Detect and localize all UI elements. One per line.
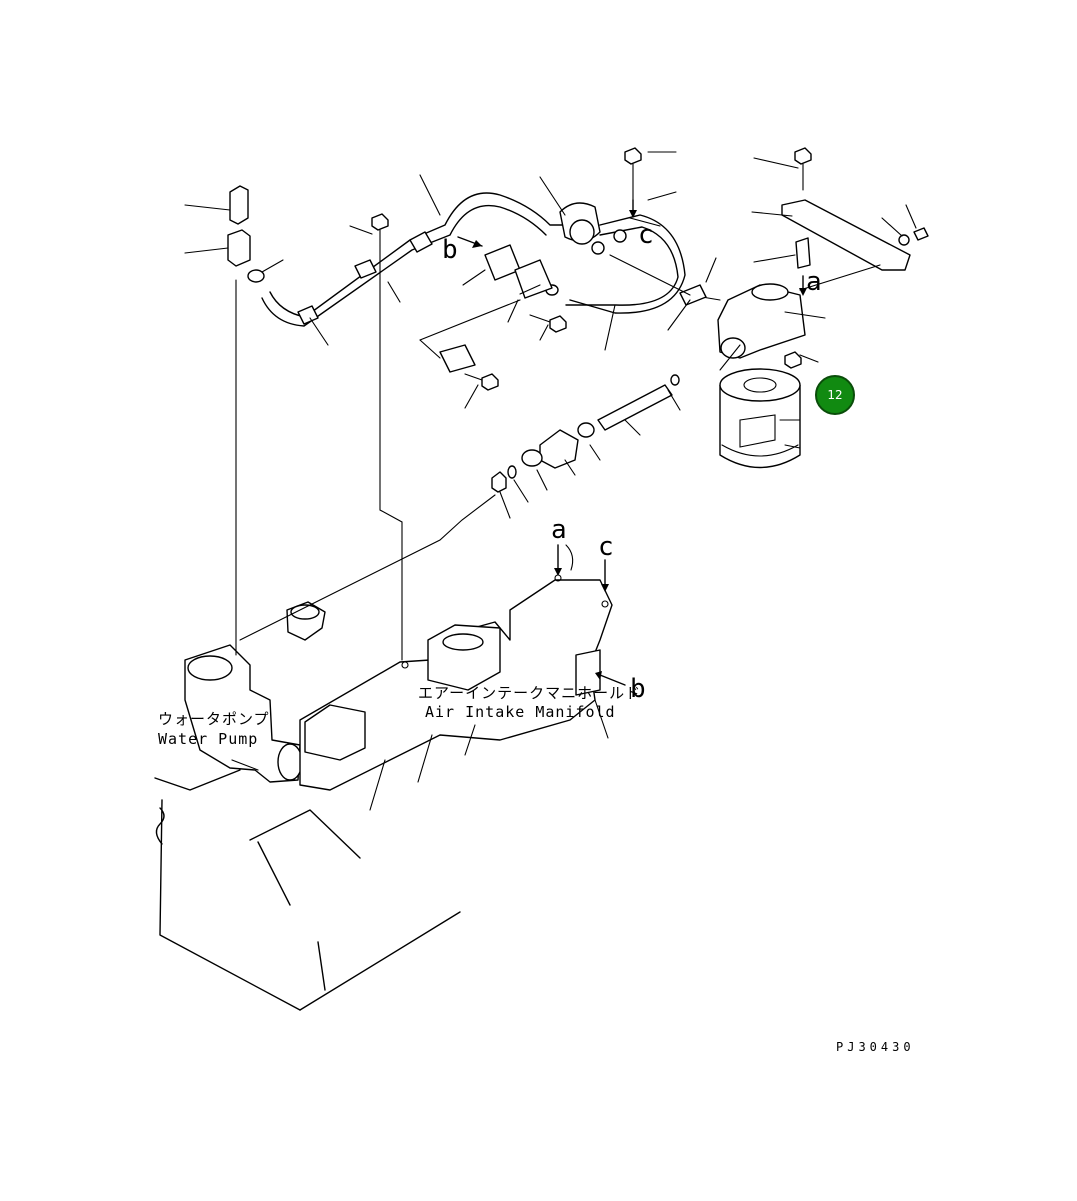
manifold-label-en: Air Intake Manifold xyxy=(425,703,616,721)
filter-cartridge xyxy=(719,368,801,469)
water-pump xyxy=(184,601,326,783)
callout-circle xyxy=(815,375,855,415)
leader-lines xyxy=(184,151,917,811)
flanges xyxy=(419,244,553,373)
ref-a-upper: a xyxy=(806,267,822,297)
bolts xyxy=(371,147,929,391)
ref-b-upper: b xyxy=(442,235,458,265)
ref-a-lower: a xyxy=(551,515,567,545)
callout-badge[interactable]: 12 xyxy=(815,375,855,415)
fittings xyxy=(227,185,627,296)
ref-b-lower: b xyxy=(630,674,646,704)
air-intake-manifold xyxy=(299,574,613,791)
filter-head xyxy=(679,199,911,359)
engine-block xyxy=(154,769,461,1011)
water-pump-label-en: Water Pump xyxy=(158,730,258,748)
callout-number: 12 xyxy=(827,388,842,402)
reference-arrows xyxy=(457,199,807,686)
valve-parts xyxy=(491,374,680,493)
manifold-label-jp: エアーインテークマニホールド xyxy=(418,684,641,702)
oil-pipes xyxy=(261,192,686,327)
water-pump-label-jp: ウォータポンプ xyxy=(158,710,270,728)
ref-c-lower: c xyxy=(598,532,614,562)
ref-c-upper: c xyxy=(638,220,654,250)
drawing-code: PJ30430 xyxy=(836,1040,915,1054)
